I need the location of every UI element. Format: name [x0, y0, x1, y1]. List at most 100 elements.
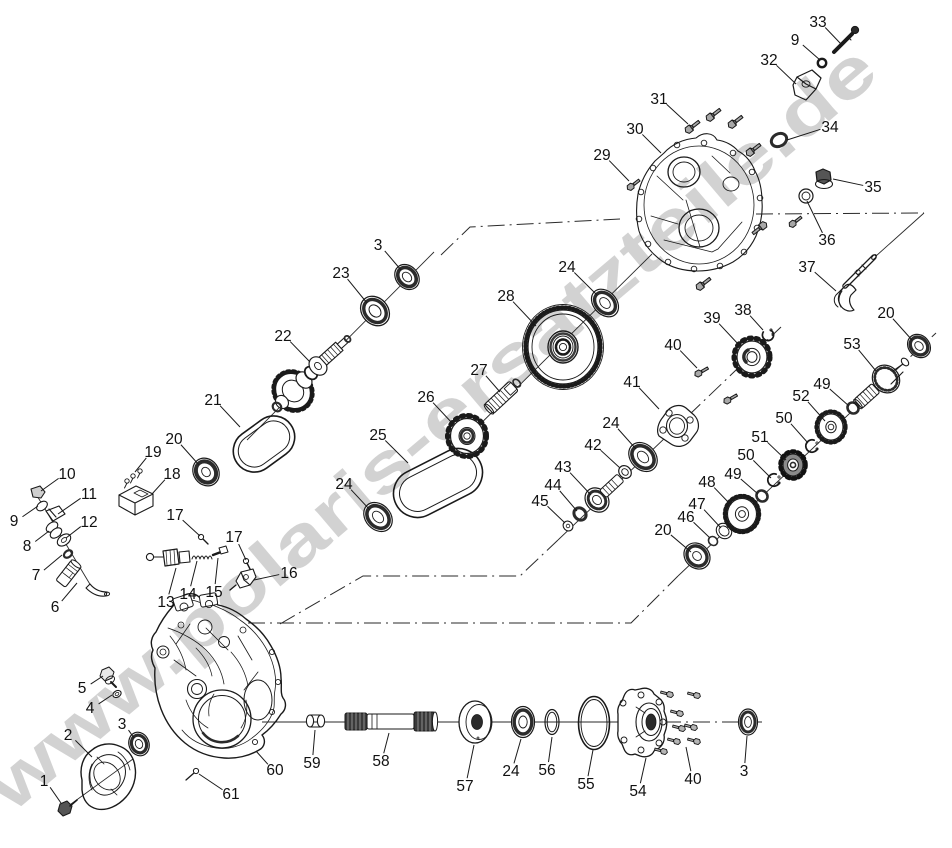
- part-label-11-24: 11: [81, 486, 97, 503]
- detent-pin: [832, 25, 860, 54]
- cover-bore-upper-inner: [672, 161, 696, 183]
- part-label-24-19: 24: [335, 476, 353, 493]
- part-label-55-69: 55: [577, 776, 594, 793]
- part-label-46-45: 46: [677, 509, 694, 526]
- part-label-49-48: 49: [724, 466, 741, 483]
- part-label-16-35: 16: [280, 565, 297, 582]
- leader-line-49-48: [740, 478, 759, 495]
- bearing-20b: [906, 333, 932, 359]
- leader-line-7-28: [43, 554, 63, 571]
- bolt-icon: [684, 119, 701, 134]
- screw-17a: [197, 533, 209, 545]
- output-hub-54: [617, 687, 668, 758]
- part-label-19-21: 19: [144, 444, 161, 461]
- hub-bolts-40: [654, 690, 701, 755]
- clamp-11: [45, 505, 66, 522]
- part-label-58-65: 58: [372, 753, 389, 770]
- breather-6: [56, 559, 82, 588]
- leader-line-59-64: [312, 729, 316, 756]
- bolt-icon: [788, 215, 803, 228]
- part-label-24-67: 24: [502, 763, 520, 780]
- leader-line-24-67: [513, 738, 522, 764]
- output-shaft-58: [344, 711, 439, 732]
- part-label-7-28: 7: [32, 567, 41, 584]
- chain-21: [232, 415, 296, 473]
- leader-line-27-16: [485, 375, 501, 393]
- bolt-icon: [626, 178, 641, 191]
- leader-line-6-29: [61, 582, 78, 602]
- leader-line-26-17: [432, 402, 454, 425]
- part-label-18-22: 18: [163, 466, 180, 483]
- front-cover: [80, 743, 137, 811]
- axis-middle-right: [687, 326, 782, 417]
- leader-line-52-52: [807, 401, 826, 422]
- leader-line-37-9: [814, 271, 837, 292]
- washer-49a: [755, 489, 769, 503]
- cover-bolts: [626, 107, 803, 291]
- counter-shaft-assembly: [562, 404, 700, 532]
- part-label-52-52: 52: [792, 388, 809, 405]
- washer-9: [36, 500, 48, 512]
- leader-line-20-56: [670, 534, 692, 553]
- part-label-60-63: 60: [266, 762, 284, 779]
- switch-assembly: [145, 533, 257, 591]
- leader-line-4-60: [98, 694, 113, 705]
- leader-line-11-24: [57, 497, 81, 515]
- part-label-48-47: 48: [698, 474, 715, 491]
- leader-line-43-42: [569, 472, 592, 496]
- oring-55: [577, 695, 611, 751]
- leader-line-5-61: [90, 675, 104, 685]
- leader-line-55-69: [587, 749, 594, 777]
- snapring-50a: [766, 472, 782, 488]
- bearing-3-input: [394, 263, 420, 291]
- speed-sensor: [118, 485, 154, 516]
- leader-line-61-62: [198, 773, 223, 791]
- circlip-38: [761, 328, 775, 342]
- leader-line-23-11: [347, 278, 368, 304]
- leader-line-57-66: [466, 744, 475, 779]
- part-label-1-58: 1: [40, 773, 49, 790]
- leader-line-30-4: [641, 134, 662, 154]
- leader-line-50-49: [753, 460, 772, 479]
- output-shaft-assembly: [305, 687, 759, 758]
- part-label-22-12: 22: [274, 328, 291, 345]
- sensor-screws: [124, 468, 143, 489]
- bearing-24c: [628, 441, 658, 473]
- part-label-35-7: 35: [864, 179, 881, 196]
- leader-line-22-12: [289, 341, 311, 363]
- screw-61: [185, 767, 200, 781]
- bracket-16: [229, 568, 257, 591]
- part-label-32-2: 32: [760, 52, 777, 69]
- part-label-17-31: 17: [225, 529, 242, 546]
- snapring-56: [544, 708, 560, 736]
- part-label-47-46: 47: [688, 496, 705, 513]
- part-label-57-66: 57: [456, 778, 473, 795]
- part-label-39-36: 39: [703, 310, 720, 327]
- leader-line-29-5: [608, 160, 630, 182]
- cover-outline: [636, 133, 763, 272]
- pin-15: [211, 550, 223, 557]
- bolts-40a: [694, 366, 739, 405]
- leader-line-53-54: [858, 349, 877, 372]
- callout-leader-lines: [22, 27, 913, 804]
- leader-line-44-43: [559, 490, 578, 512]
- leader-line-41-39: [638, 387, 660, 410]
- bearing-24d: [510, 705, 536, 739]
- leader-line-31-3: [666, 103, 689, 125]
- part-label-4-60: 4: [86, 700, 95, 717]
- part-label-37-9: 37: [798, 259, 815, 276]
- nut-35: [814, 168, 834, 190]
- part-label-9-25: 9: [10, 513, 19, 530]
- part-label-15-34: 15: [205, 584, 222, 601]
- housing-side-boss: [243, 679, 273, 721]
- part-label-31-3: 31: [650, 91, 667, 108]
- front-housing: [150, 592, 287, 759]
- rear-cover: [635, 133, 764, 273]
- washer-8b: [49, 527, 63, 539]
- part-label-50-49: 50: [737, 447, 755, 464]
- bearing-24b: [363, 501, 393, 533]
- part-label-50-51: 50: [775, 410, 793, 427]
- sprocket39-teeth: [731, 335, 773, 379]
- part-label-12-26: 12: [80, 514, 97, 531]
